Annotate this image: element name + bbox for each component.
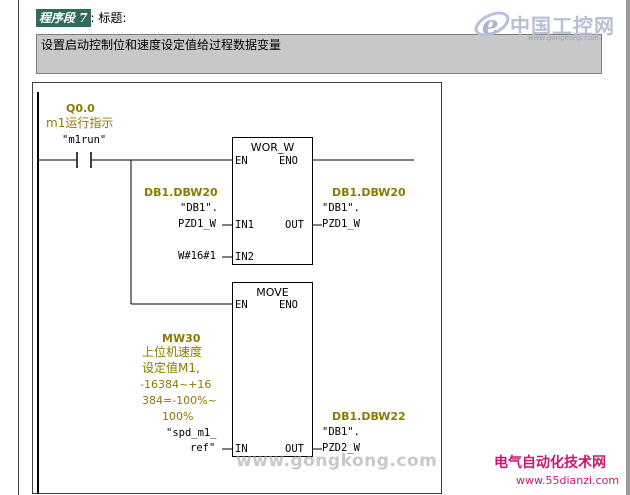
move-block[interactable]: MOVE EN ENO IN OUT [232,282,313,457]
gongkong-logo-text: 中国工控网 [510,14,615,38]
wor-w-out-pin[interactable]: OUT [285,219,304,231]
dianzi-watermark-url: www.55dianzi.com [516,474,620,487]
move-eno-pin[interactable]: ENO [279,299,298,311]
move-in-comment-line1: 上位机速度 [142,345,203,359]
contact-comment: m1运行指示 [46,116,114,130]
ladder-network-frame [32,82,442,494]
wor-w-title: WOR_W [250,141,295,154]
network-comment-box[interactable]: 设置启动控制位和速度设定值给过程数据变量 [36,34,602,74]
move-out-pin[interactable]: OUT [285,443,304,455]
move-in-symbol-line1[interactable]: "spd_m1_ [166,427,217,439]
gongkong-logo-icon: e [472,6,512,45]
wor-w-in2-pin[interactable]: IN2 [235,251,254,263]
move-out-symbol-db: "DB1". [322,426,360,438]
network-header[interactable]: 程序段 7: 标题: [36,8,126,28]
move-in-symbol-line2[interactable]: ref" [190,442,216,454]
wor-w-out-symbol-db: "DB1". [322,202,360,214]
wor-w-in1-address: DB1.DBW20 [144,186,218,199]
wor-w-out-address: DB1.DBW20 [332,186,406,199]
wor-w-in1-symbol-var[interactable]: PZD1_W [178,218,216,230]
move-en-pin[interactable]: EN [235,299,248,311]
move-title: MOVE [256,286,289,299]
editor-left-border [18,0,19,495]
contact-symbol: "m1run" [62,134,107,146]
move-in-comment-line4: 384=-100%~ [142,394,217,407]
move-in-comment-line5: 100% [162,410,194,423]
network-title-label: : 标题: [90,11,127,25]
wor-w-en-pin[interactable]: EN [235,155,248,167]
move-in-address: MW30 [162,332,201,345]
network-comment-text: 设置启动控制位和速度设定值给过程数据变量 [41,38,282,52]
move-in-pin[interactable]: IN [235,443,248,455]
wor-w-eno-pin[interactable]: ENO [279,155,298,167]
move-in-comment-line3: -16384~+16 [140,378,212,391]
svg-text:e: e [482,11,499,41]
wor-w-out-symbol-var[interactable]: PZD1_W [322,218,360,230]
move-out-symbol-var[interactable]: PZD2_W [322,442,360,454]
move-in-comment-line2: 设定值M1, [142,361,200,375]
wor-w-in1-pin[interactable]: IN1 [235,219,254,231]
wor-w-block[interactable]: WOR_W EN ENO IN1 OUT IN2 [232,137,313,265]
wor-w-in2-value[interactable]: W#16#1 [178,250,216,262]
gongkong-logo-url: www.gongkong.com [528,34,599,42]
wor-w-in1-symbol-db: "DB1". [180,202,218,214]
move-out-address: DB1.DBW22 [332,410,406,423]
dianzi-watermark-title: 电气自动化技术网 [494,455,606,471]
contact-address: Q0.0 [66,102,95,115]
network-number-label[interactable]: 程序段 7 [36,9,91,27]
editor-right-scroll-edge [626,0,630,495]
normally-open-contact[interactable] [74,150,94,170]
gongkong-center-watermark: www.gongkong.com [236,451,438,471]
